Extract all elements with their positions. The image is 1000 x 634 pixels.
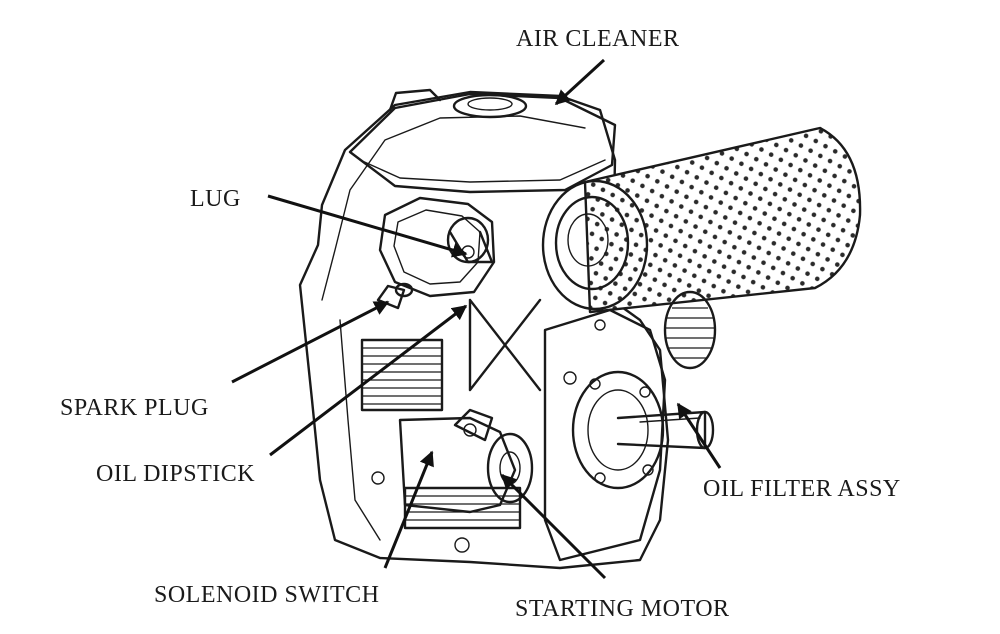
top-housing [348, 92, 617, 194]
solenoid-switch-arrow [383, 450, 434, 569]
air-cleaner-cap-inner [467, 97, 513, 111]
bolt-lower-left [371, 471, 385, 485]
spark-plug [376, 282, 414, 310]
engine-block-outline [298, 90, 670, 570]
shroud-inner-edge [321, 115, 586, 301]
lug-arrow [267, 194, 468, 258]
spark-plug-arrow [231, 300, 390, 384]
starting-motor-arrow [500, 473, 607, 580]
starting-motor-assembly [398, 408, 534, 514]
leader-arrows [231, 58, 722, 580]
frame-struts [468, 298, 542, 392]
label-air-cleaner: AIR CLEANER [516, 26, 680, 52]
labels: AIR CLEANER LUG SPARK PLUG OIL DIPSTICK … [60, 26, 901, 622]
cylinder-head-inner [393, 209, 481, 285]
air-cleaner-arrow [554, 58, 606, 106]
label-lug: LUG [190, 186, 241, 212]
oil-dipstick-arrow [269, 304, 468, 457]
flange-bolt-2 [639, 386, 651, 398]
flange-bolt-3 [594, 472, 606, 484]
air-cleaner-cap [452, 93, 528, 119]
bolt-side [563, 371, 577, 385]
perforated-filter-body [583, 126, 862, 314]
label-solenoid-switch: SOLENOID SWITCH [154, 582, 379, 608]
flange-ring-inner [587, 389, 649, 471]
label-oil-filter-assy: OIL FILTER ASSY [703, 476, 901, 502]
engine-illustration [298, 88, 862, 570]
filter-end-cap-outer [541, 179, 649, 311]
flange-bolt-1 [589, 378, 601, 390]
flange-ring [571, 370, 665, 490]
top-handle [388, 88, 442, 112]
oil-filter [663, 290, 717, 370]
filter-end-cap-core [567, 213, 609, 267]
bolt-lower-mid [454, 537, 470, 553]
oil-filter-assy-arrow [676, 402, 722, 469]
filter-end-cap-ring [554, 195, 630, 291]
label-starting-motor: STARTING MOTOR [515, 596, 730, 622]
lower-grill [403, 486, 522, 530]
cylinder-head [378, 196, 496, 298]
label-oil-dipstick: OIL DIPSTICK [96, 461, 255, 487]
bolt-upper [594, 319, 606, 331]
flange-bolt-4 [642, 464, 654, 476]
top-housing-lip [359, 159, 606, 183]
crankcase-cover [543, 308, 667, 562]
side-panel-edge [339, 319, 381, 541]
label-spark-plug: SPARK PLUG [60, 395, 209, 421]
